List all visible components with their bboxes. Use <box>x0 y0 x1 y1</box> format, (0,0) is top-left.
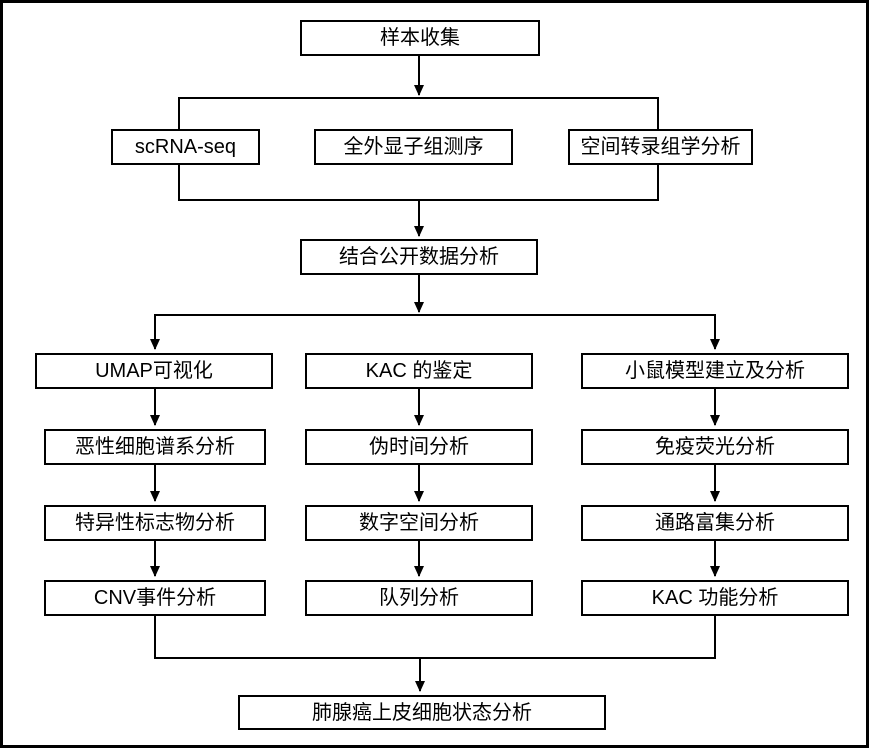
node-label: 样本收集 <box>380 27 460 49</box>
node-kac-function: KAC 功能分析 <box>581 580 849 616</box>
node-label: scRNA-seq <box>134 136 237 158</box>
node-label: 队列分析 <box>379 587 459 609</box>
node-scrna-seq: scRNA-seq <box>111 129 260 165</box>
node-final-epithelial-state: 肺腺癌上皮细胞状态分析 <box>238 695 606 730</box>
node-label: 空间转录组学分析 <box>580 136 741 158</box>
node-cnv-events: CNV事件分析 <box>44 580 266 616</box>
node-pathway-enrichment: 通路富集分析 <box>581 505 849 541</box>
node-umap-visualization: UMAP可视化 <box>35 353 273 389</box>
node-label: 通路富集分析 <box>655 512 775 534</box>
node-spatial-transcriptomics: 空间转录组学分析 <box>568 129 753 165</box>
node-cohort-analysis: 队列分析 <box>305 580 533 616</box>
node-label: UMAP可视化 <box>95 360 213 382</box>
node-mouse-model: 小鼠模型建立及分析 <box>581 353 849 389</box>
node-label: 伪时间分析 <box>369 436 469 458</box>
node-whole-exome-sequencing: 全外显子组测序 <box>314 129 513 165</box>
node-label: 恶性细胞谱系分析 <box>75 436 235 458</box>
node-public-data-analysis: 结合公开数据分析 <box>300 239 538 275</box>
node-digital-spatial-analysis: 数字空间分析 <box>305 505 533 541</box>
node-label: 结合公开数据分析 <box>339 246 499 268</box>
node-specific-markers: 特异性标志物分析 <box>44 505 266 541</box>
node-sample-collection: 样本收集 <box>300 20 540 56</box>
node-label: KAC 功能分析 <box>651 587 779 609</box>
node-label: 数字空间分析 <box>359 512 479 534</box>
node-immunofluorescence: 免疫荧光分析 <box>581 429 849 465</box>
node-label: 免疫荧光分析 <box>655 436 775 458</box>
node-label: 特异性标志物分析 <box>75 512 235 534</box>
node-malignant-cell-lineage: 恶性细胞谱系分析 <box>44 429 266 465</box>
node-label: 肺腺癌上皮细胞状态分析 <box>312 701 532 724</box>
node-pseudotime-analysis: 伪时间分析 <box>305 429 533 465</box>
node-label: KAC 的鉴定 <box>365 360 473 382</box>
node-label: CNV事件分析 <box>93 587 217 609</box>
node-label: 小鼠模型建立及分析 <box>625 360 805 382</box>
node-label: 全外显子组测序 <box>343 136 484 158</box>
node-kac-identification: KAC 的鉴定 <box>305 353 533 389</box>
